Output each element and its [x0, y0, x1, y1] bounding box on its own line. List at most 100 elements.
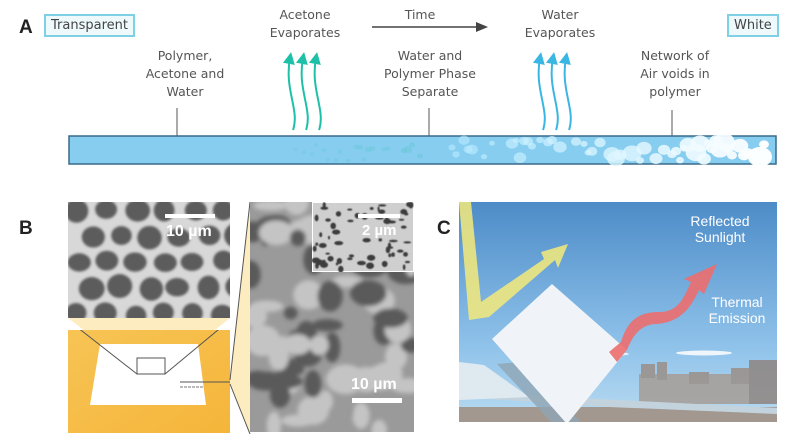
pore — [327, 235, 331, 240]
pore — [312, 257, 321, 264]
pore — [293, 280, 324, 310]
pore — [362, 238, 371, 243]
pore — [304, 370, 322, 398]
cloud — [676, 350, 732, 356]
air-void — [337, 149, 343, 154]
pore — [386, 246, 394, 249]
water-evaporation-arrows-icon — [532, 52, 572, 131]
pore — [95, 202, 118, 219]
scale-label-inset: 2 µm — [362, 222, 397, 239]
pore — [347, 257, 353, 261]
pore — [213, 250, 230, 271]
pore — [373, 308, 408, 328]
label-line: Acetone and — [145, 66, 225, 81]
pore — [398, 218, 405, 221]
polymer-film-bar-porous — [68, 135, 777, 166]
pore — [281, 414, 315, 427]
pore — [371, 419, 387, 432]
label-line: Separate — [401, 84, 459, 99]
air-void — [480, 153, 488, 160]
pore — [402, 264, 406, 271]
pore — [315, 242, 319, 246]
air-void — [636, 141, 652, 155]
label-line: Thermal — [711, 294, 763, 310]
pore — [212, 202, 230, 221]
acetone-evaporates-label: Acetone Evaporates — [245, 6, 365, 42]
pore — [408, 202, 414, 209]
pore — [250, 305, 267, 328]
pore — [125, 305, 147, 318]
pore — [225, 277, 230, 296]
label-line: Emission — [708, 310, 766, 326]
pore — [250, 370, 271, 387]
air-void — [748, 146, 772, 166]
air-void — [586, 146, 598, 156]
pore — [332, 229, 341, 235]
phase-separate-label: Water and Polymer Phase Separate — [360, 47, 500, 101]
pore — [182, 303, 203, 318]
label-line: Acetone — [279, 7, 331, 22]
pore — [125, 202, 151, 222]
air-void — [416, 153, 424, 159]
pore — [400, 225, 407, 229]
pore — [397, 249, 404, 253]
scale-bar-cross — [352, 398, 402, 403]
air-void — [676, 156, 684, 164]
pore — [335, 262, 339, 266]
pore — [258, 220, 294, 246]
pore — [403, 241, 412, 244]
scale-label-cross: 10 µm — [351, 376, 397, 393]
air-void — [697, 153, 711, 165]
pore — [366, 254, 376, 261]
air-void — [385, 146, 391, 151]
pore — [309, 335, 329, 356]
air-void — [657, 144, 671, 155]
pore — [250, 260, 261, 289]
air-void — [670, 146, 682, 156]
air-void — [726, 151, 738, 160]
air-void — [333, 158, 339, 163]
label-line: Polymer, — [157, 48, 213, 63]
pore — [111, 226, 132, 245]
thermal-emission-arrow-icon — [609, 264, 717, 362]
pore — [388, 239, 398, 243]
air-void — [759, 140, 769, 149]
pore — [107, 274, 133, 298]
air-void — [594, 137, 606, 148]
sunlight-arrow-icon — [459, 202, 568, 320]
sem-inset-image — [312, 202, 414, 272]
pore — [318, 242, 327, 248]
pore — [139, 277, 164, 301]
air-void — [570, 137, 582, 146]
pore — [68, 202, 89, 223]
pore — [167, 228, 191, 247]
pore — [347, 219, 354, 223]
label-line: Polymer Phase — [384, 66, 476, 81]
pore — [381, 260, 388, 268]
pore — [378, 204, 387, 207]
transparent-state-label: Transparent — [44, 14, 135, 37]
pore — [403, 252, 408, 257]
air-void — [635, 157, 645, 164]
pore — [325, 252, 330, 255]
pore — [330, 222, 337, 230]
pore — [404, 260, 411, 264]
ledge — [459, 407, 777, 422]
pore — [284, 202, 309, 215]
air-void — [321, 148, 327, 153]
air-void — [527, 142, 537, 150]
pore — [319, 232, 323, 238]
air-void — [409, 142, 415, 148]
pore — [331, 275, 362, 288]
pore — [347, 208, 353, 211]
pore — [322, 202, 326, 208]
pore — [68, 303, 87, 318]
label-line: polymer — [649, 84, 701, 99]
pore — [320, 206, 329, 210]
air-void — [353, 144, 359, 150]
pore — [335, 211, 342, 217]
air-void — [536, 136, 544, 144]
air-void — [649, 153, 663, 164]
pore — [153, 253, 177, 272]
label-line: Reflected — [690, 213, 750, 229]
